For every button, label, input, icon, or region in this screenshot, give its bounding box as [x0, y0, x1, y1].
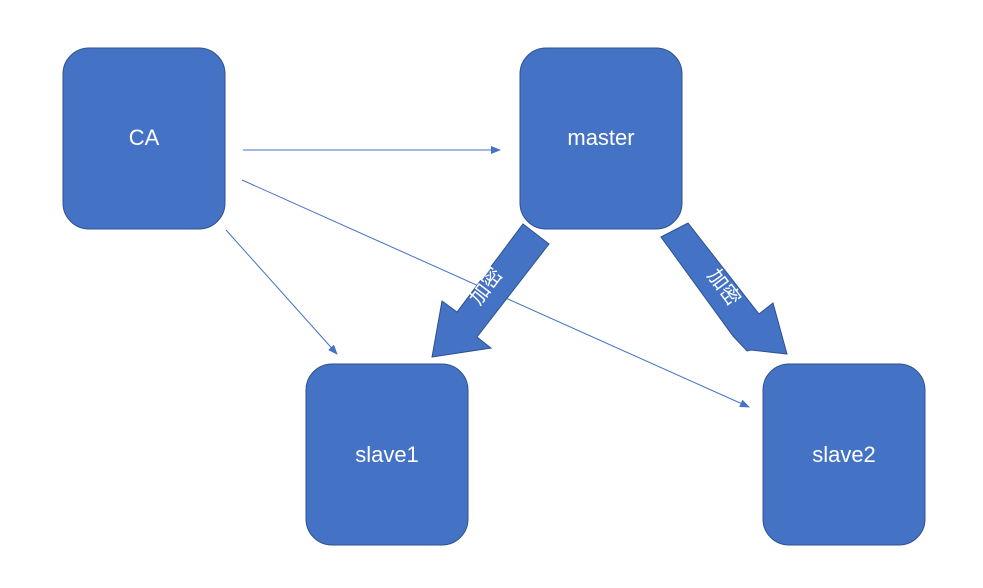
- node-slave1[interactable]: slave1: [305, 363, 469, 546]
- node-slave2-box: [762, 363, 926, 546]
- node-slave2-label: slave2: [812, 442, 876, 467]
- block-arrow-master-slave1: 加密: [431, 223, 550, 358]
- node-slave2[interactable]: slave2: [762, 363, 926, 546]
- block-arrow-shape: [431, 223, 550, 358]
- node-master-label: master: [567, 125, 634, 150]
- edge-ca-slave1: [225, 229, 338, 355]
- node-master[interactable]: master: [519, 47, 683, 230]
- node-slave1-box: [305, 363, 469, 546]
- block-arrow-master-slave2: 加密: [660, 222, 788, 355]
- node-ca-label: CA: [129, 125, 160, 150]
- node-ca[interactable]: CA: [62, 47, 226, 230]
- block-arrow-shape: [660, 222, 788, 355]
- node-slave1-label: slave1: [355, 442, 419, 467]
- node-ca-box: [62, 47, 226, 230]
- node-master-box: [519, 47, 683, 230]
